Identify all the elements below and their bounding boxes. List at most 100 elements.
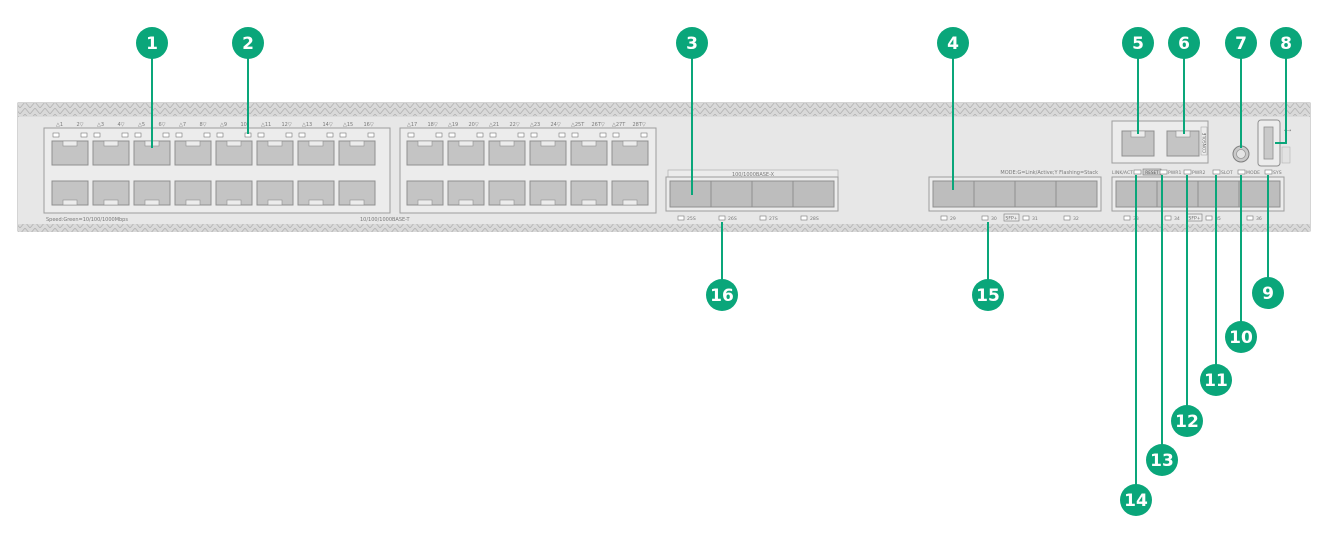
callout-15: 15 xyxy=(972,222,1004,311)
port-number-label: △15 xyxy=(343,122,353,128)
port-led xyxy=(476,132,484,138)
sfp-port[interactable] xyxy=(710,180,753,208)
callout-circle xyxy=(232,27,264,59)
callout-2: 2 xyxy=(232,27,264,134)
sfp-port[interactable] xyxy=(1014,180,1057,208)
callout-circle xyxy=(1171,405,1203,437)
usb-port[interactable] xyxy=(1263,126,1274,160)
port-latch xyxy=(458,199,474,206)
sfp-port[interactable] xyxy=(1197,180,1240,208)
sfp-port[interactable] xyxy=(751,180,794,208)
copper-port[interactable] xyxy=(488,180,526,206)
port-number-label: 16▽ xyxy=(364,122,374,128)
port-latch xyxy=(581,140,597,147)
port-led xyxy=(203,132,211,138)
port-led xyxy=(640,132,648,138)
sfp-port-label: 30 xyxy=(991,216,997,222)
sfp-port[interactable] xyxy=(792,180,835,208)
port-led xyxy=(175,132,183,138)
port-number-label: 6▽ xyxy=(159,122,166,128)
sfp-port-led xyxy=(1063,215,1071,221)
callout-16: 16 xyxy=(706,222,738,311)
top-vent-strip xyxy=(18,103,1310,116)
sfp-port[interactable] xyxy=(973,180,1016,208)
sfp-port-led xyxy=(677,215,685,221)
port-number-label: △7 xyxy=(179,122,186,128)
callout-1: 1 xyxy=(136,27,168,148)
sfp-port-label: 25S xyxy=(687,216,696,222)
sfp-port[interactable] xyxy=(1055,180,1098,208)
callout-circle xyxy=(1122,27,1154,59)
callout-5: 5 xyxy=(1122,27,1154,134)
sfp-port[interactable] xyxy=(1156,180,1199,208)
port-number-label: 8▽ xyxy=(200,122,207,128)
port-latch xyxy=(349,199,365,206)
callout-4: 4 xyxy=(937,27,969,190)
port-number-label: △23 xyxy=(530,122,540,128)
sfp-port-led xyxy=(981,215,989,221)
callout-13: 13 xyxy=(1146,175,1178,476)
port-number-label: 14▽ xyxy=(323,122,333,128)
port-led xyxy=(80,132,88,138)
port-latch xyxy=(103,199,119,206)
port-led xyxy=(216,132,224,138)
port-number-label: 10 xyxy=(241,122,247,128)
port-latch xyxy=(226,199,242,206)
callout-number: 8 xyxy=(1280,34,1292,54)
console-port-block: CONSOLE xyxy=(1111,120,1209,164)
sfp-port-led xyxy=(1164,215,1172,221)
sfp-port-led xyxy=(1246,215,1254,221)
copper-port-group-1-16 xyxy=(43,127,391,214)
port-latch xyxy=(622,199,638,206)
round-button-inner xyxy=(1236,149,1246,159)
sfp-port-label: 32 xyxy=(1073,216,1079,222)
port-number-label: 26T▽ xyxy=(592,122,605,128)
sfp-port-led xyxy=(940,215,948,221)
callout-circle xyxy=(1270,27,1302,59)
label-link-act: LINK/ACT xyxy=(1112,170,1133,176)
port-led xyxy=(285,132,293,138)
port-number-label: △3 xyxy=(97,122,104,128)
callout-8: 8 xyxy=(1270,27,1302,144)
sfp-plus-label: SFP+ xyxy=(1188,216,1200,222)
port-led xyxy=(93,132,101,138)
callout-circle xyxy=(1120,484,1152,516)
label-reset: RESET xyxy=(1145,170,1159,175)
port-latch xyxy=(226,140,242,147)
port-number-label: 20▽ xyxy=(469,122,479,128)
callout-9: 9 xyxy=(1252,175,1284,309)
callout-circle xyxy=(676,27,708,59)
sfp-type-label: 100/1000BASE-X xyxy=(732,172,775,178)
callout-leader-line xyxy=(1275,57,1287,144)
port-led xyxy=(339,132,347,138)
port-number-label: △27T xyxy=(612,122,626,128)
port-latch xyxy=(622,140,638,147)
sfp-port-label: 34 xyxy=(1174,216,1180,222)
port-latch xyxy=(185,140,201,147)
sfp-plus-label: SFP+ xyxy=(1005,216,1017,222)
led-pwr2 xyxy=(1183,169,1192,175)
led-pwr1 xyxy=(1159,169,1168,175)
callout-number: 1 xyxy=(146,34,158,54)
label-sys: SYS xyxy=(1273,170,1282,176)
port-latch xyxy=(499,199,515,206)
callout-11: 11 xyxy=(1200,175,1232,396)
port-latch xyxy=(458,140,474,147)
port-latch xyxy=(540,199,556,206)
callout-circle xyxy=(1200,364,1232,396)
port-latch xyxy=(499,140,515,147)
sfp-port[interactable] xyxy=(1238,180,1281,208)
sfp-port-led xyxy=(1123,215,1131,221)
port-latch xyxy=(62,199,78,206)
port-latch xyxy=(308,199,324,206)
callout-3: 3 xyxy=(676,27,708,195)
callout-circle xyxy=(1225,27,1257,59)
port-led xyxy=(558,132,566,138)
sfp-port-label: 31 xyxy=(1032,216,1038,222)
sfp-port-label: 29 xyxy=(950,216,956,222)
callout-number: 5 xyxy=(1132,34,1144,54)
sfp-port-led xyxy=(718,215,726,221)
sfp-port[interactable] xyxy=(669,180,712,208)
